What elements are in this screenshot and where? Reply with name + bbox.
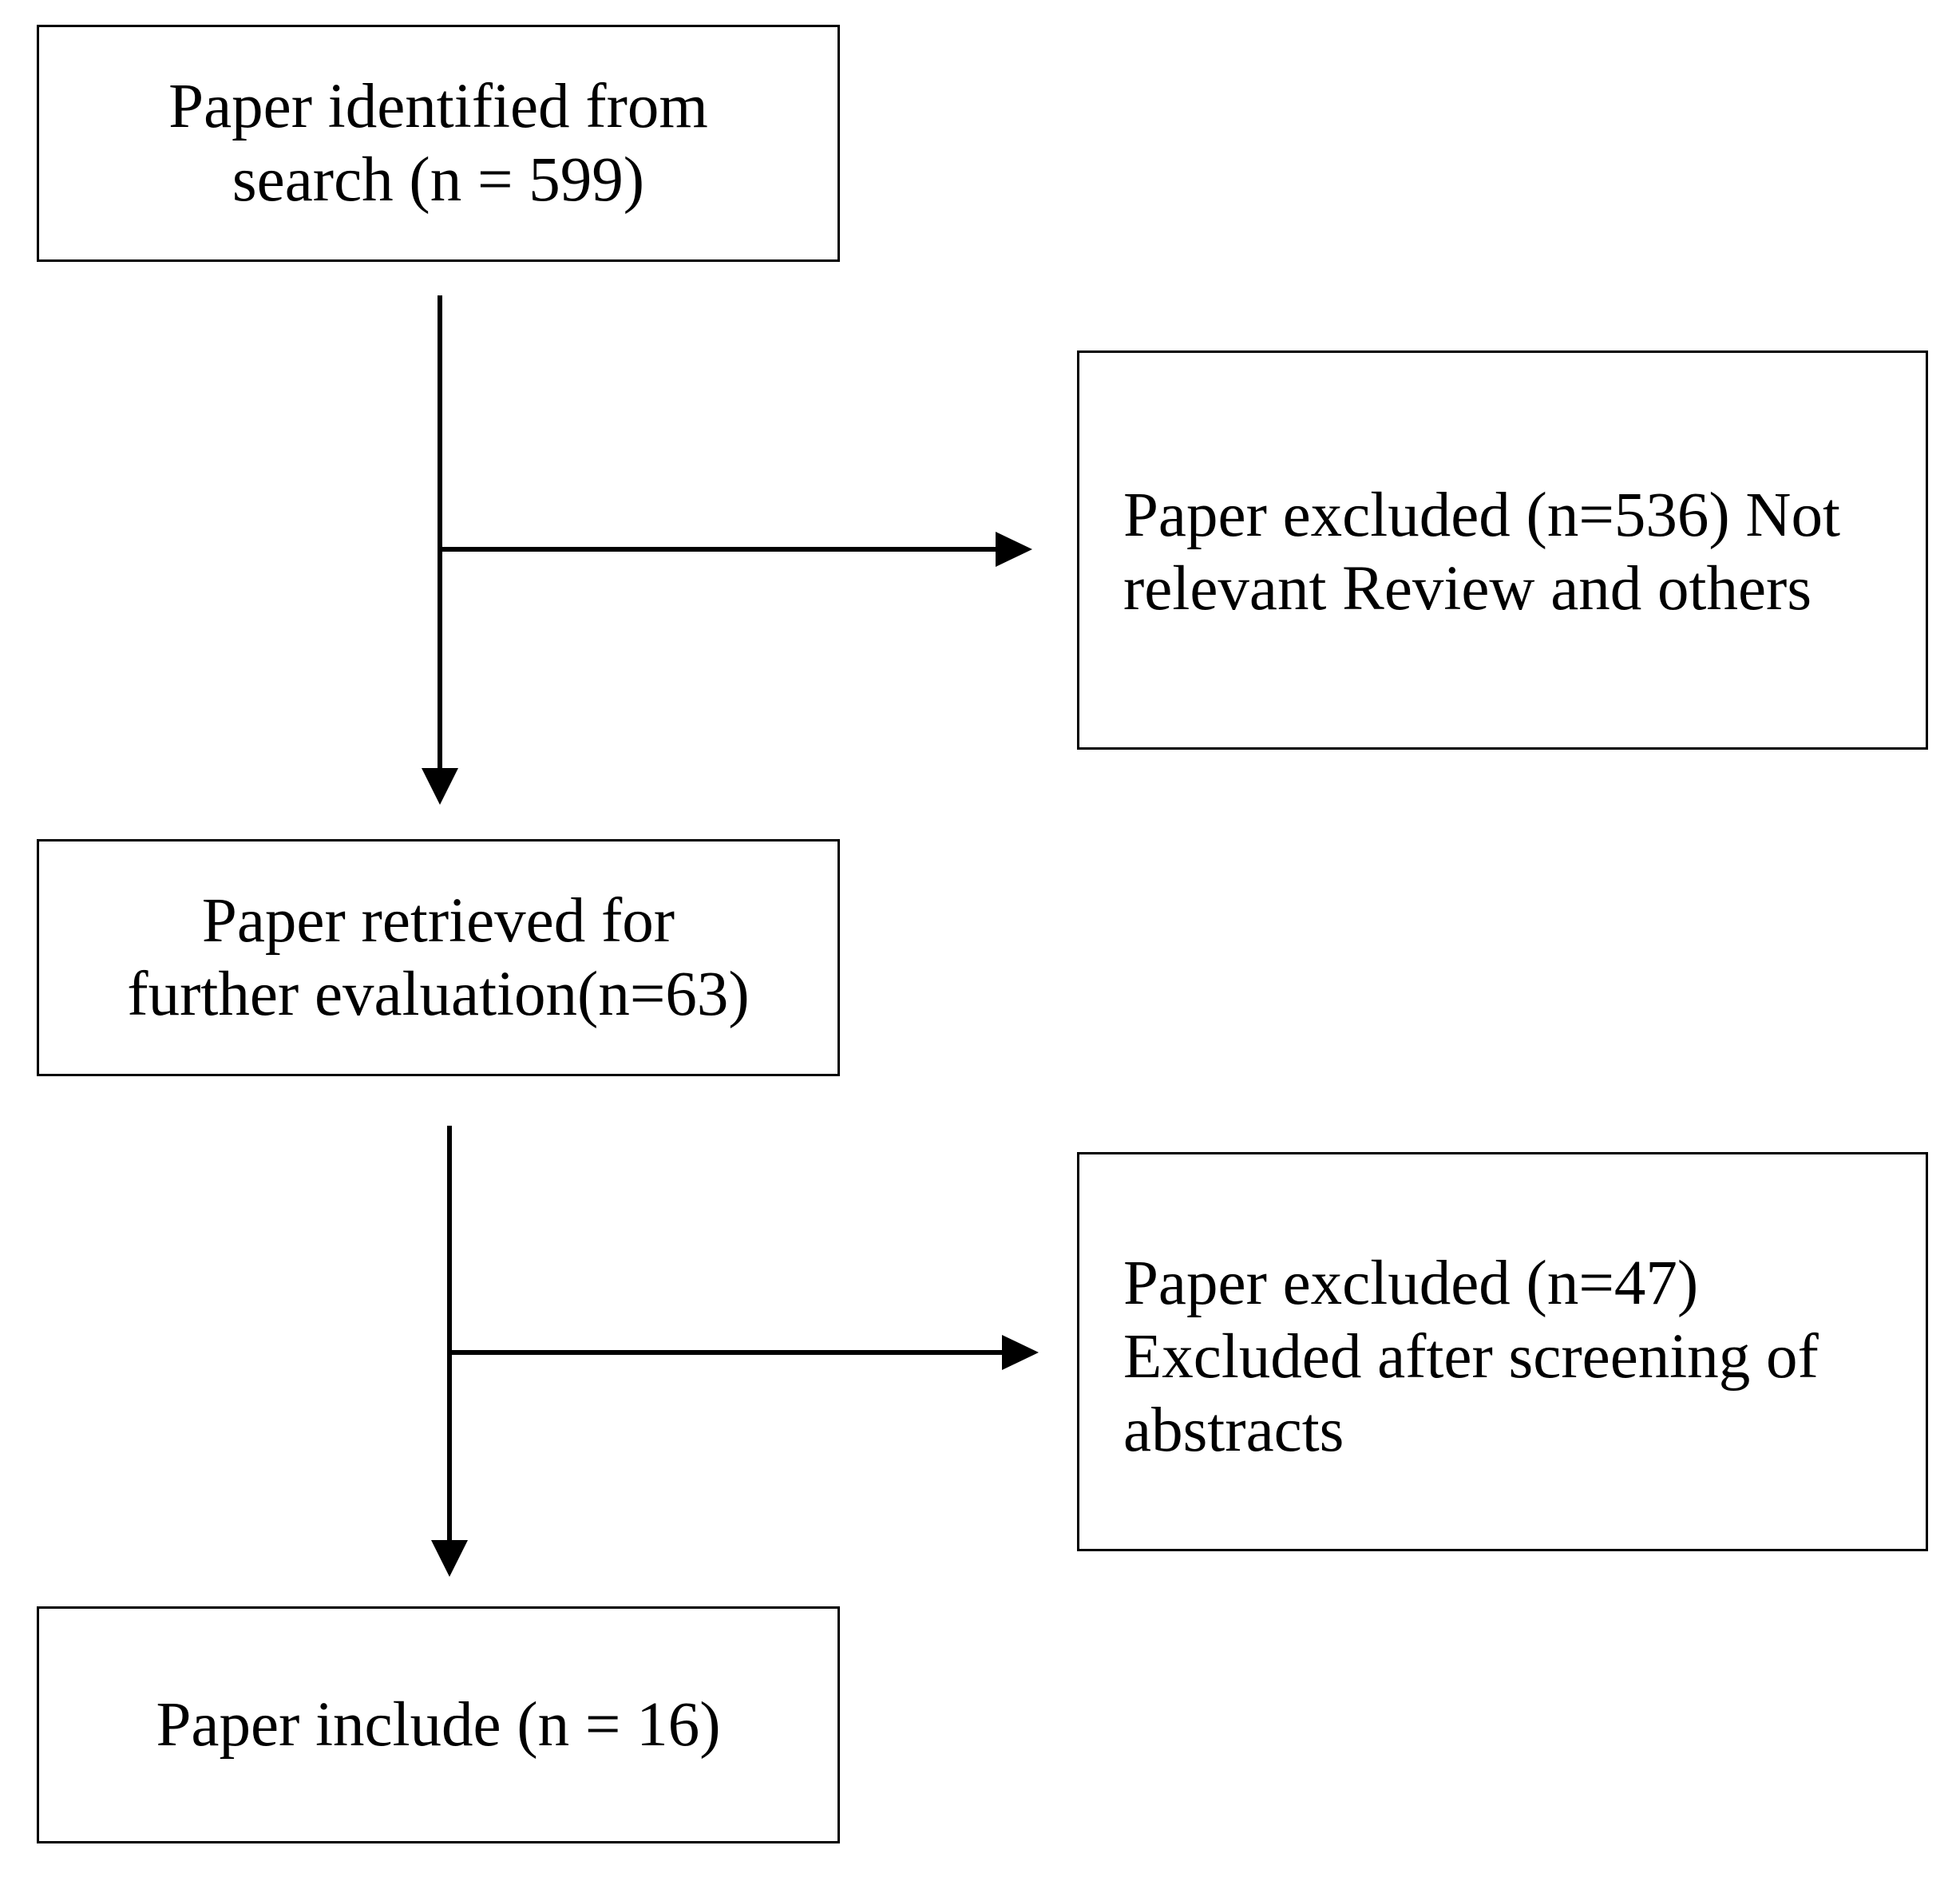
box-retrieved: Paper retrieved for further evaluation(n… [37, 839, 840, 1076]
box-identified-line-2: search (n = 599) [232, 145, 645, 215]
arrow-right-icon [1002, 1335, 1039, 1370]
box-identified: Paper identified from search (n = 599) [37, 25, 840, 262]
box-included-line-1: Paper include (n = 16) [156, 1689, 721, 1760]
box-included: Paper include (n = 16) [37, 1606, 840, 1843]
box-retrieved-line-1: Paper retrieved for [201, 885, 675, 956]
box-excluded-2: Paper excluded (n=47) Excluded after scr… [1077, 1152, 1928, 1551]
arrow-down-icon [422, 768, 458, 805]
box-excluded-1-line-1: Paper excluded (n=536) Not [1123, 481, 1840, 550]
arrow-right-icon [996, 532, 1032, 567]
box-identified-text: Paper identified from search (n = 599) [168, 70, 708, 217]
box-included-text: Paper include (n = 16) [156, 1689, 720, 1762]
box-excluded-2-line-1: Paper excluded (n=47) [1123, 1249, 1699, 1318]
arrow-down-icon [431, 1540, 468, 1577]
box-excluded-1: Paper excluded (n=536) Not relevant Revi… [1077, 350, 1928, 750]
box-retrieved-line-2: further evaluation(n=63) [127, 959, 750, 1029]
box-retrieved-text: Paper retrieved for further evaluation(n… [127, 885, 749, 1032]
box-excluded-1-line-2: relevant Review and others [1123, 554, 1812, 624]
box-excluded-2-line-2: Excluded after screening of [1123, 1322, 1819, 1392]
box-identified-line-1: Paper identified from [168, 71, 708, 141]
box-excluded-2-line-3: abstracts [1123, 1396, 1344, 1465]
